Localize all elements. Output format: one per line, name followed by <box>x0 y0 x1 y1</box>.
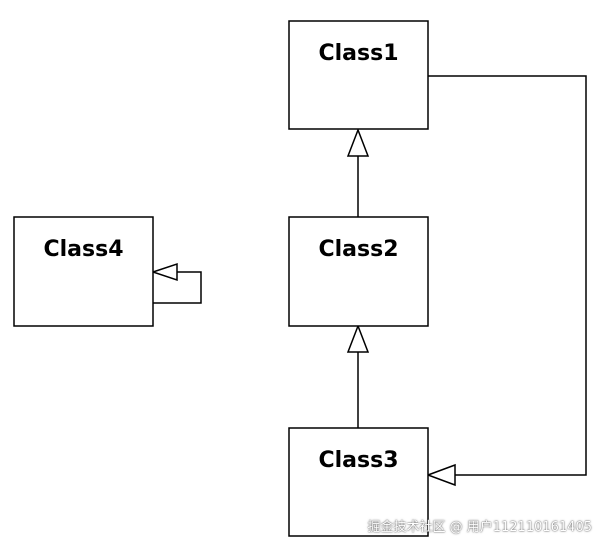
generalization-class4-self-line <box>153 271 202 304</box>
generalization-class2-to-class1-arrowhead <box>346 127 370 157</box>
generalization-class1-to-class3-arrowhead <box>425 463 456 487</box>
class3-name: Class3 <box>318 448 398 473</box>
generalization-class1-to-class3-line <box>428 75 587 476</box>
generalization-class4-self-arrowhead <box>150 262 178 282</box>
class2-box[interactable]: Class2 <box>288 216 429 327</box>
generalization-class3-to-class2-arrowhead <box>346 323 370 353</box>
class3-box[interactable]: Class3 <box>288 427 429 537</box>
class4-name: Class4 <box>43 237 123 262</box>
class2-name: Class2 <box>318 237 398 262</box>
class1-name: Class1 <box>318 41 398 66</box>
class4-box[interactable]: Class4 <box>13 216 154 327</box>
class1-box[interactable]: Class1 <box>288 20 429 130</box>
watermark: 掘金技术社区 @ 用户112110161405 <box>367 520 592 535</box>
